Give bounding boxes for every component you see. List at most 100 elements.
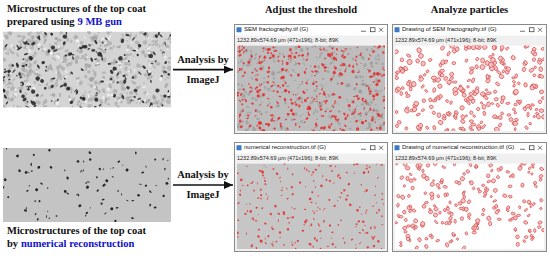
particle-outline — [512, 80, 516, 84]
pore-speck — [296, 239, 299, 242]
pore-speck — [265, 238, 266, 240]
pore-speck — [127, 63, 131, 65]
pore-speck — [19, 89, 22, 93]
pore-speck — [275, 240, 278, 243]
pore-speck — [94, 58, 97, 60]
pore-speck — [144, 99, 147, 102]
pore-speck — [291, 112, 296, 116]
pore-speck — [239, 125, 243, 129]
pore-speck — [88, 94, 91, 98]
pore-speck — [238, 61, 240, 64]
particle-outline — [444, 128, 449, 131]
pore-speck — [70, 39, 72, 43]
pore-speck — [251, 71, 254, 74]
pore-speck — [263, 81, 266, 83]
particle-outline — [395, 49, 399, 55]
pore-speck — [25, 85, 30, 90]
pore-speck — [7, 196, 10, 199]
pore-speck — [355, 163, 358, 165]
pore-speck — [363, 63, 368, 68]
particle-outline — [465, 115, 467, 117]
pore-speck — [372, 111, 374, 113]
pore-speck — [146, 47, 150, 51]
pore-speck — [135, 151, 137, 154]
pore-speck — [345, 171, 348, 173]
pore-speck — [383, 45, 385, 48]
pore-speck — [358, 69, 361, 73]
particle-outline — [469, 67, 474, 70]
pore-speck — [290, 186, 293, 189]
pore-speck — [79, 40, 83, 45]
pore-speck — [123, 66, 128, 72]
pore-speck — [296, 92, 299, 95]
pore-speck — [86, 32, 91, 35]
particle-outline — [492, 45, 497, 50]
pore-speck — [279, 87, 281, 89]
pore-speck — [332, 55, 334, 57]
pore-speck — [308, 113, 311, 116]
pore-speck — [312, 210, 314, 212]
pore-speck — [249, 49, 252, 52]
pore-speck — [28, 55, 34, 61]
pore-speck — [43, 106, 46, 108]
particle-outline — [422, 98, 426, 103]
pore-speck — [87, 64, 91, 67]
pore-speck — [138, 99, 140, 102]
pore-speck — [116, 72, 119, 76]
pore-speck — [289, 217, 291, 218]
pore-speck — [366, 231, 369, 234]
pore-speck — [101, 57, 107, 63]
pore-speck — [359, 75, 362, 78]
pore-speck — [263, 77, 266, 79]
particle-outline — [466, 85, 469, 88]
particle-outline — [481, 124, 486, 129]
pore-speck — [249, 86, 252, 88]
particle-outline — [395, 70, 399, 74]
pore-speck — [353, 117, 355, 119]
pore-speck — [64, 169, 66, 171]
pore-speck — [3, 79, 5, 81]
pore-speck — [366, 102, 367, 105]
pore-speck — [368, 90, 372, 92]
pore-speck — [258, 55, 261, 59]
reconstruction-image — [2, 147, 171, 222]
pore-speck — [96, 51, 102, 57]
minimize-button — [520, 31, 525, 32]
pore-speck — [250, 77, 254, 80]
pore-speck — [371, 236, 372, 238]
pore-speck — [238, 54, 242, 57]
pore-speck — [161, 42, 165, 47]
pore-speck — [246, 184, 248, 187]
pore-speck — [290, 99, 292, 101]
pore-speck — [77, 160, 80, 162]
particle-outline — [522, 67, 527, 73]
particle-outline — [480, 101, 483, 104]
pore-speck — [306, 47, 309, 50]
pore-speck — [284, 89, 288, 93]
pore-speck — [287, 54, 291, 57]
pore-speck — [276, 105, 280, 108]
pore-speck — [123, 79, 127, 84]
pore-speck — [239, 193, 242, 196]
pore-speck — [345, 198, 348, 201]
pore-speck — [45, 82, 49, 87]
particle-outline — [494, 127, 500, 131]
pore-speck — [291, 91, 293, 93]
pore-speck — [164, 61, 168, 65]
pore-speck — [364, 191, 365, 193]
pore-speck — [264, 57, 267, 60]
pore-speck — [335, 58, 337, 62]
image-ground — [3, 148, 171, 222]
pore-speck — [125, 34, 130, 37]
pore-speck — [363, 171, 366, 174]
pore-speck — [122, 164, 124, 165]
pore-speck — [76, 194, 77, 195]
pore-speck — [110, 32, 112, 33]
particle-outline — [406, 225, 410, 227]
pore-speck — [38, 48, 40, 50]
pore-speck — [131, 200, 134, 201]
close-button — [538, 146, 542, 150]
pore-speck — [237, 94, 239, 97]
particle-outline — [533, 115, 536, 118]
pore-speck — [265, 242, 267, 245]
